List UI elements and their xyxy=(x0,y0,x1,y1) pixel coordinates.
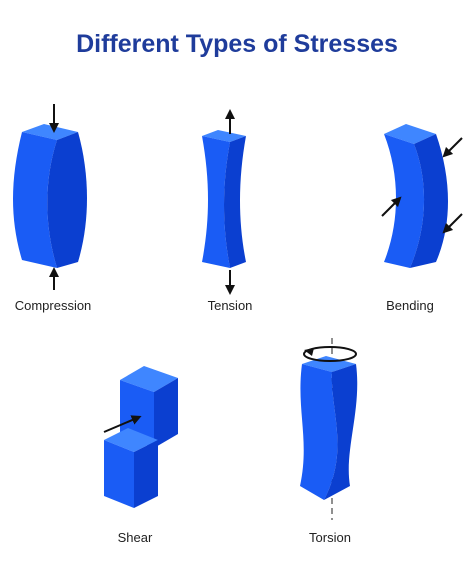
label-bending: Bending xyxy=(386,298,434,313)
arrow-icon xyxy=(381,196,402,217)
arrow-icon xyxy=(442,137,463,158)
shear-block-icon xyxy=(103,366,178,508)
compression-block-icon xyxy=(13,104,87,290)
page-title: Different Types of Stresses xyxy=(76,30,398,58)
label-torsion: Torsion xyxy=(309,530,351,545)
label-compression: Compression xyxy=(14,298,92,313)
label-shear: Shear xyxy=(117,530,153,545)
arrow-icon xyxy=(103,415,142,433)
arrow-icon xyxy=(442,213,463,234)
tension-block-icon xyxy=(202,109,246,295)
label-tension: Tension xyxy=(207,298,253,313)
torsion-block-icon xyxy=(300,338,358,520)
rotation-arrow-icon xyxy=(303,346,357,362)
bending-block-icon xyxy=(381,124,463,268)
